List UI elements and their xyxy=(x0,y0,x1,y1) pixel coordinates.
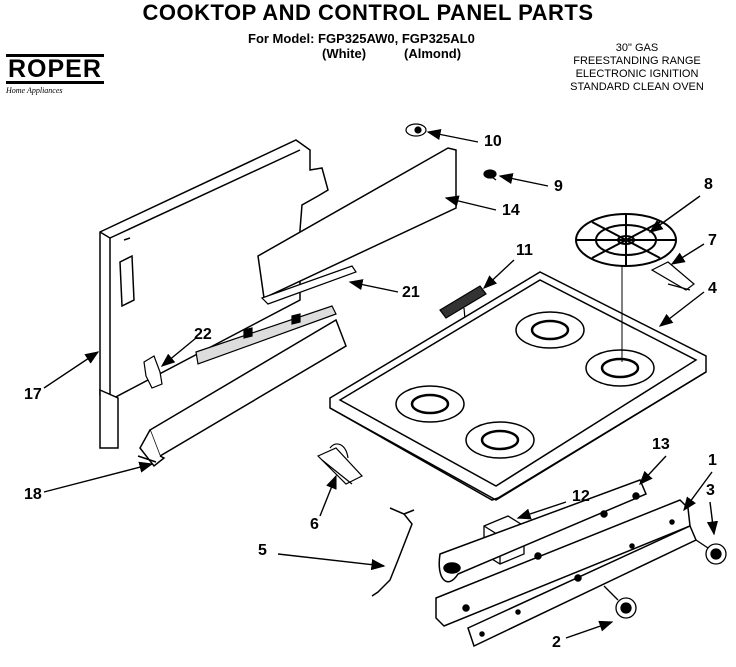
callout-4: 4 xyxy=(708,280,717,297)
desc-line-4: STANDARD CLEAN OVEN xyxy=(570,81,704,93)
desc-line-2: FREESTANDING RANGE xyxy=(573,55,701,67)
switch xyxy=(316,443,363,485)
callout-8: 8 xyxy=(704,176,713,193)
control-panel-backguard xyxy=(99,139,329,449)
callout-7: 7 xyxy=(708,232,717,249)
cooktop xyxy=(329,271,707,501)
callout-6: 6 xyxy=(310,516,319,533)
desc-line-3: ELECTRONIC IGNITION xyxy=(575,68,699,80)
desc-line-1: 30" GAS xyxy=(615,42,659,54)
screw xyxy=(483,169,497,181)
manifold-panel xyxy=(435,499,697,648)
leader-lines xyxy=(43,128,718,639)
thumb-nut xyxy=(405,123,427,137)
burner-grate xyxy=(575,213,677,362)
callout-5: 5 xyxy=(258,542,267,559)
callout-14: 14 xyxy=(502,202,520,219)
callout-22: 22 xyxy=(194,326,212,343)
model-line: For Model: FGP325AW0, FGP325AL0 xyxy=(248,31,475,46)
diagram-title: COOKTOP AND CONTROL PANEL PARTS xyxy=(142,0,594,25)
knob xyxy=(603,539,727,619)
product-description: 30" GAS FREESTANDING RANGE ELECTRONIC IG… xyxy=(552,42,722,94)
callout-10: 10 xyxy=(484,133,502,150)
callout-13: 13 xyxy=(652,436,670,453)
brand-logo: ROPER Home Appliances xyxy=(6,54,104,95)
brand-name: ROPER xyxy=(6,54,104,84)
callout-21: 21 xyxy=(402,284,420,301)
manifold-bracket xyxy=(438,479,647,583)
callout-2: 2 xyxy=(552,634,561,651)
clip xyxy=(650,261,695,291)
callout-3: 3 xyxy=(706,482,715,499)
callout-1: 1 xyxy=(708,452,717,469)
callout-12: 12 xyxy=(572,488,590,505)
variant-white: (White) xyxy=(322,46,367,61)
callout-11: 11 xyxy=(516,242,533,259)
bracket xyxy=(143,355,163,389)
trim-strip xyxy=(195,265,357,365)
brand-subline: Home Appliances xyxy=(6,86,63,95)
wire-harness xyxy=(371,507,415,597)
callout-18: 18 xyxy=(24,486,42,503)
control-panel-overlay xyxy=(257,147,457,300)
variant-almond: (Almond) xyxy=(404,46,462,61)
callout-9: 9 xyxy=(554,178,563,195)
manifold-channel xyxy=(137,318,347,468)
callout-17: 17 xyxy=(24,386,42,403)
